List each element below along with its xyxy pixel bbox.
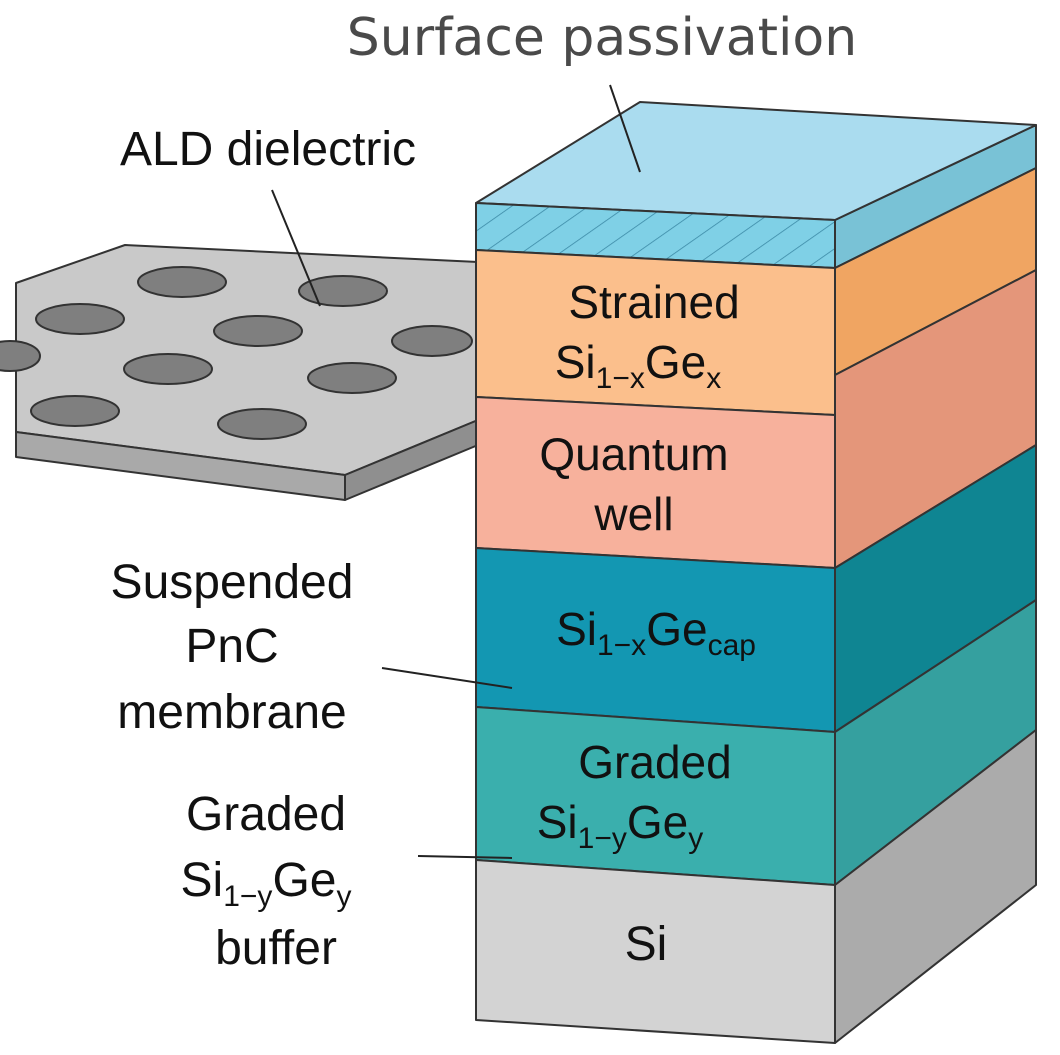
graded-buffer-label: Graded Si1−yGey buffer	[181, 788, 352, 975]
strained-layer-label: Strained Si1−xGex	[555, 276, 740, 395]
membrane-holes	[0, 266, 473, 440]
formula-sub: cap	[708, 629, 756, 662]
formula-ge: Ge	[646, 603, 707, 655]
hole	[35, 303, 125, 335]
quantum-well-label: Quantum well	[539, 428, 728, 540]
formula-sub: x	[706, 362, 721, 395]
pnc-membrane	[0, 244, 479, 501]
formula-sub: y	[688, 822, 703, 855]
formula-ge: Ge	[272, 854, 336, 907]
formula-sub: y	[336, 880, 351, 913]
graded-label-line: Graded	[578, 736, 731, 788]
quantum-well-label-line: Quantum	[539, 428, 728, 480]
suspended-label-line: membrane	[117, 686, 346, 739]
formula-si: Si	[181, 854, 224, 907]
suspended-label-line: PnC	[185, 620, 278, 673]
leader-lines	[271, 84, 641, 859]
substrate-label: Si	[625, 918, 668, 971]
stack-side-faces	[834, 124, 1037, 1044]
hole	[123, 353, 213, 385]
graded-layer-label: Graded Si1−yGey	[537, 736, 732, 855]
formula-ge: Ge	[627, 796, 688, 848]
hole	[298, 275, 388, 307]
hole	[217, 408, 307, 440]
quantum-well-front	[475, 396, 836, 569]
membrane-leader	[381, 667, 513, 689]
suspended-label-line: Suspended	[111, 556, 354, 609]
formula-sub: 1−y	[223, 880, 272, 913]
buffer-leader	[417, 855, 513, 859]
hole	[0, 340, 41, 372]
formula-si: Si	[555, 336, 596, 388]
quantum-well-label-line: well	[593, 488, 673, 540]
strained-formula: Si1−xGex	[555, 336, 722, 395]
hole	[30, 395, 120, 427]
buffer-label-line: Graded	[186, 788, 346, 841]
hole	[137, 266, 227, 298]
formula-si: Si	[556, 603, 597, 655]
hole	[391, 325, 473, 357]
hole	[307, 362, 397, 394]
strained-label-line: Strained	[568, 276, 739, 328]
ald-leader	[271, 189, 321, 307]
formula-sub: 1−y	[578, 822, 627, 855]
suspended-membrane-label: Suspended PnC membrane	[111, 556, 354, 739]
formula-sub: 1−x	[597, 629, 646, 662]
hole	[213, 315, 303, 347]
ald-dielectric-label: ALD dielectric	[120, 123, 416, 176]
formula-sub: 1−x	[596, 362, 645, 395]
stack-front-faces	[475, 202, 836, 1044]
strained-layer-front	[475, 249, 836, 416]
buffer-label-line: buffer	[215, 922, 337, 975]
buffer-formula: Si1−yGey	[181, 854, 352, 913]
passivation-leader	[609, 84, 641, 173]
substrate-front	[475, 859, 836, 1044]
surface-passivation-label: Surface passivation	[347, 8, 857, 68]
cap-layer-formula: Si1−xGecap	[556, 603, 756, 662]
formula-si: Si	[537, 796, 578, 848]
graded-formula: Si1−yGey	[537, 796, 704, 855]
formula-ge: Ge	[645, 336, 706, 388]
